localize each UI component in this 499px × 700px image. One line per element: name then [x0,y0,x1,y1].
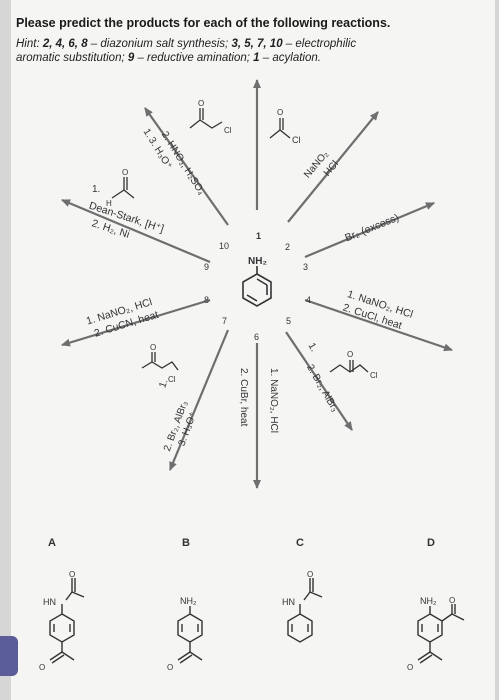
center-amine-label: NH₂ [248,256,267,267]
reagent-9-line-1: 1. [92,184,100,195]
reagent-5-line-1: 1. [306,341,320,354]
structure-d [417,604,465,664]
reagent-7-label: 1. 2. Br₂, AlBr₃ 3. H₃O⁺ [157,378,199,453]
question-title: Please predict the products for each of … [16,16,391,30]
slot-numbers: 1 2 3 4 5 6 7 8 9 10 [204,231,311,342]
structure-b-amine-label: NH₂ [180,596,197,606]
reagent-5-label: 1. 2. Br₂, AlBr₃ [304,341,340,414]
hint-line-2: aromatic substitution; 9 – reductive ami… [16,52,321,64]
reagent-1-acetyl-chloride [269,118,291,139]
structure-a-o-bottom: O [39,663,45,672]
structure-c-o: O [307,570,313,579]
slot-number-1: 1 [256,231,261,241]
arrow-7 [168,329,230,471]
carbonyl-o-5: O [347,350,353,359]
reagent-7-acyl-chloride [141,352,179,371]
answer-letter-d: D [427,537,435,549]
slot-number-8: 8 [204,295,209,305]
reagent-6-line-1: 1. NaNO₂, HCl [268,368,279,433]
reagent-7-line-1: 1. [157,378,170,390]
slot-number-9: 9 [204,262,209,272]
structure-b [177,606,203,664]
worksheet-page [11,0,495,700]
hint-label: Hint: [16,38,43,50]
hint-reductive-text: – reductive amination; [134,52,254,64]
reagent-10-label: 1. 2. HNO₃, H₂SO₄ 3. H₃O⁺ [141,127,207,197]
side-panel-tab[interactable] [0,636,18,676]
slot-number-7: 7 [222,316,227,326]
arrow-10 [144,107,229,226]
structure-d-o-top: O [449,596,455,605]
carbonyl-o-10: O [198,99,204,108]
arrow-8 [61,298,211,347]
hint-line-1: Hint: 2, 4, 6, 8 – diazonium salt synthe… [16,38,356,50]
answer-letter-b: B [182,537,190,549]
reagent-6-label: 1. NaNO₂, HCl 2. CuBr, heat [238,368,279,433]
reagent-7-cl: Cl [168,375,176,384]
reagent-6-line-2: 2. CuBr, heat [238,368,249,427]
structure-c-amide-label: HN [282,597,295,607]
aniline-structure [242,266,272,307]
carbonyl-o-7: O [150,343,156,352]
reagent-5-line-2: 2. Br₂, AlBr₃ [304,363,340,414]
slot-number-5: 5 [286,316,291,326]
answer-letter-c: C [296,537,304,549]
reagent-1-cl: Cl [292,135,301,145]
hint-diazonium-numbers: 2, 4, 6, 8 [42,38,88,50]
arrow-2 [287,111,379,223]
reagent-4-label: 1. NaNO₂, HCl 2. CuCl, heat [341,288,414,332]
hint-acylation-text: – acylation. [259,52,321,64]
reagent-3-label: Br₂ (excess) [343,212,401,245]
reagent-10-acyl-chloride [189,108,223,129]
slot-number-6: 6 [254,332,259,342]
hint-eas-text-2: aromatic substitution; [16,52,128,64]
reagent-3-text: Br₂ (excess) [343,212,401,245]
slot-number-4: 4 [306,295,311,305]
arrow-5 [285,331,353,431]
reagent-2-label: NaNO₂ HCl [302,149,341,180]
structure-a-amide-label: HN [43,597,56,607]
hint-eas-numbers: 3, 5, 7, 10 [231,38,283,50]
structure-d-amine-label: NH₂ [420,596,437,606]
answer-letter-a: A [48,537,56,549]
hint-reductive-number: 9 [127,52,135,64]
reagent-8-label: 1. NaNO₂, HCl 2. CuCN, heat [85,296,160,340]
structure-b-o: O [167,663,173,672]
structure-c [287,578,323,643]
reagent-5-cl: Cl [370,371,378,380]
arrow-3 [304,201,435,259]
structure-a [49,578,85,664]
hint-acylation-number: 1 [253,52,260,64]
reagent-9-ketone [111,177,135,199]
arrow-4 [304,298,453,352]
reagent-9-h: H [106,199,112,208]
slot-number-10: 10 [219,241,229,251]
slot-number-2: 2 [285,242,290,252]
carbonyl-o-9: O [122,168,128,177]
slot-number-3: 3 [303,262,308,272]
structure-a-o-top: O [69,570,75,579]
structure-d-o-bottom: O [407,663,413,672]
hint-eas-text: – electrophilic [282,38,357,50]
arrow-9 [61,198,211,264]
reagent-5-acyl-chloride [329,360,369,373]
hint-diazonium-text: – diazonium salt synthesis; [87,38,232,50]
carbonyl-o-1: O [277,108,283,117]
reagent-10-cl: Cl [224,126,232,135]
